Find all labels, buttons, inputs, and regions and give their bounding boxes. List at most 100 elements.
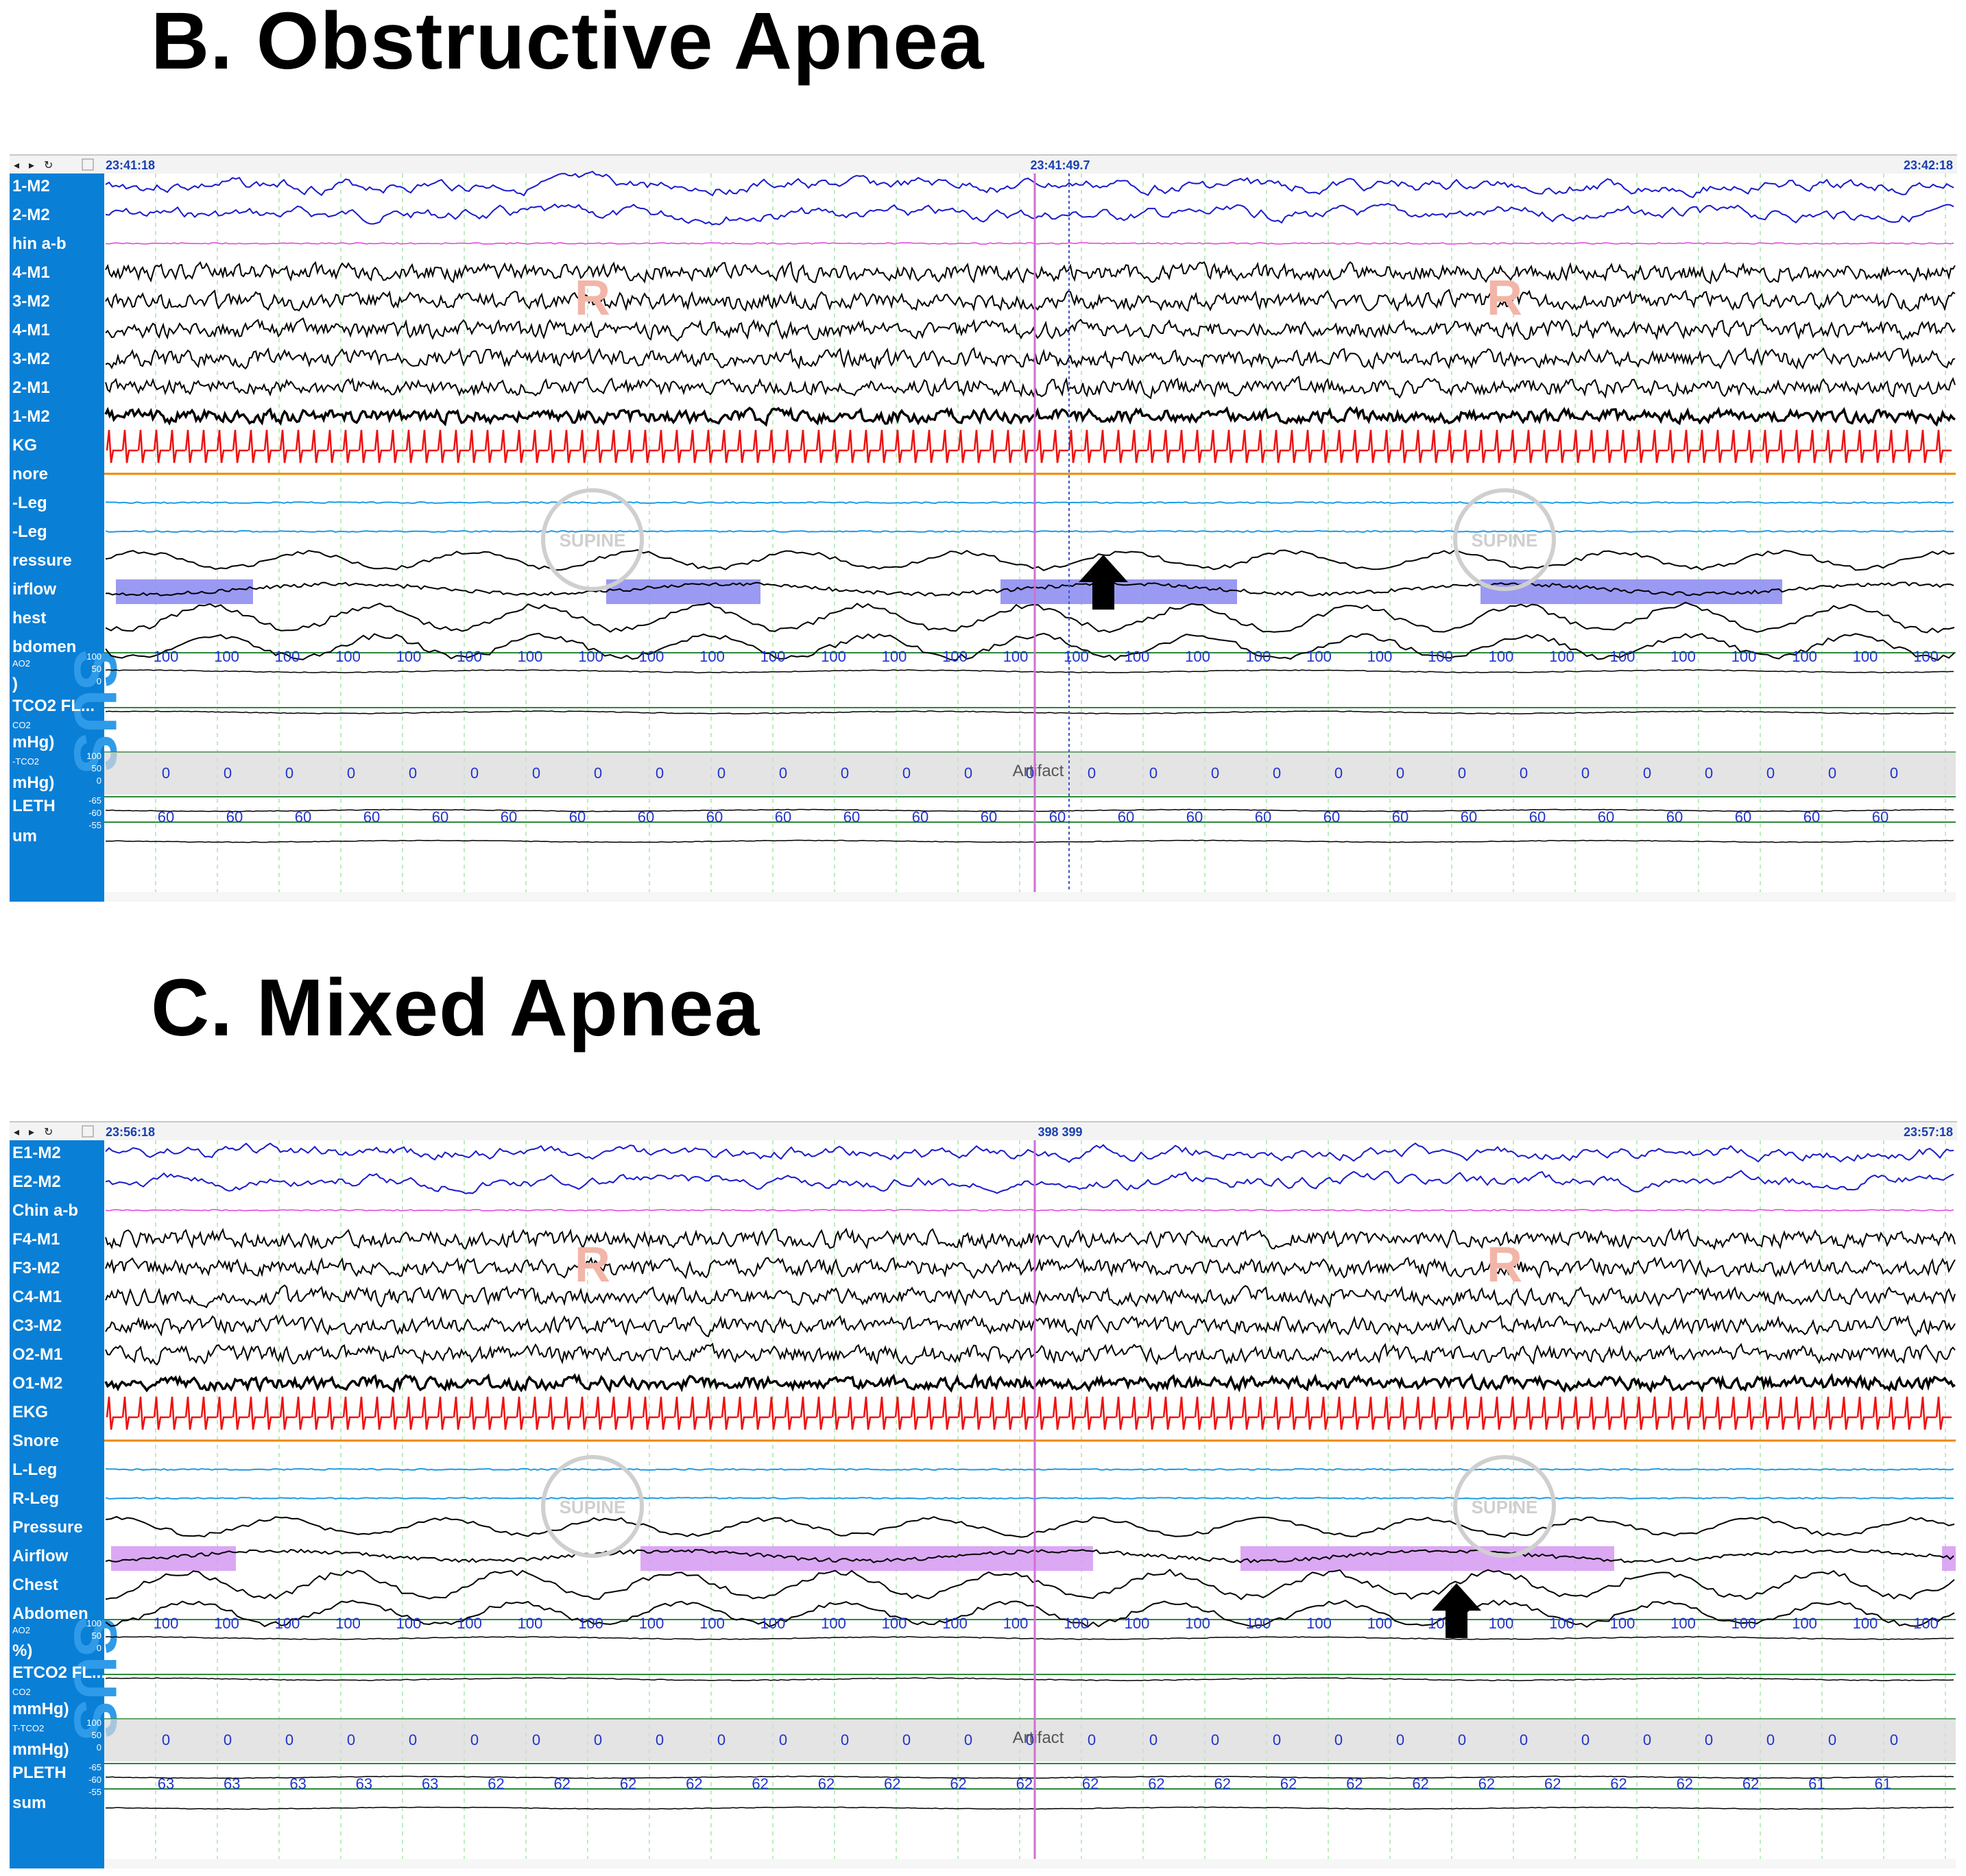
channel-label[interactable]: CO2 [12,1687,31,1697]
channel-label[interactable]: Pressure [12,1518,83,1537]
channel-label[interactable]: 4-M1 [12,321,50,339]
artifact-label: Artifact [1013,1729,1064,1747]
trace-eog-1 [105,1142,1954,1164]
co2-value: 0 [1890,765,1898,782]
channel-label[interactable]: nore [12,465,48,483]
apnea-event-0[interactable] [116,579,253,604]
channel-label[interactable]: L-Leg [12,1460,57,1479]
co2-value: 0 [1088,1731,1096,1748]
trace-eog-1 [105,170,1954,199]
apnea-event-2[interactable] [1000,579,1237,604]
channel-label[interactable]: -Leg [12,522,47,541]
channel-label[interactable]: hest [12,609,46,627]
nav-icon-0[interactable]: ◂ [14,158,19,171]
co2-value: 0 [162,1731,170,1748]
trace-eeg-6 [105,1314,1956,1338]
channel-label[interactable]: ressure [12,551,72,570]
nav-icon-1[interactable]: ▸ [29,1125,34,1138]
nav-icon-2[interactable]: ↻ [44,1125,53,1138]
trace-abdomen [105,1599,1955,1628]
channel-label[interactable]: mHg) [12,773,54,792]
channel-label[interactable]: ETCO2 FL... [12,1663,106,1682]
channel-label[interactable]: KG [12,436,37,455]
channel-label[interactable]: bdomen [12,638,76,656]
channel-label[interactable]: F3-M2 [12,1259,60,1277]
channel-label[interactable]: T-TCO2 [12,1723,44,1733]
tcco2-value: 60 [1529,808,1546,826]
tcco2-value: 60 [1872,808,1889,826]
channel-label[interactable]: mmHg) [12,1700,69,1718]
channel-label[interactable]: AO2 [12,1625,30,1635]
channel-label[interactable]: 3-M2 [12,350,50,368]
channel-label[interactable]: EKG [12,1403,48,1421]
scale-ptcco2-tick: -65 [88,795,101,806]
channel-label[interactable]: CO2 [12,720,31,730]
zoom-icon[interactable] [82,158,94,171]
channel-label[interactable]: Airflow [12,1547,69,1565]
channel-label[interactable]: PLETH [12,1764,67,1782]
nav-icon-1[interactable]: ▸ [29,158,34,171]
co2-value: 0 [594,1731,602,1748]
tcco2-value: 62 [1610,1775,1627,1792]
channel-label[interactable]: 1-M2 [12,407,50,426]
trace-pressure [105,549,1955,572]
channel-label[interactable]: 4-M1 [12,263,50,282]
channel-label[interactable]: mmHg) [12,1740,69,1759]
co2-value: 0 [1890,1731,1898,1748]
spo2-value: 100 [1125,648,1150,665]
trace-eeg-5 [105,1284,1956,1309]
co2-value: 0 [1828,1731,1836,1748]
channel-label[interactable]: AO2 [12,658,30,669]
channel-label[interactable]: -Leg [12,494,47,512]
channel-label[interactable]: sum [12,1794,46,1812]
channel-label[interactable]: Abdomen [12,1604,88,1623]
channel-label[interactable]: um [12,827,37,845]
channel-label[interactable]: Snore [12,1432,59,1450]
channel-label[interactable]: E2-M2 [12,1172,61,1191]
channel-label[interactable]: irflow [12,580,56,599]
position-icon [1453,1455,1556,1558]
event-arrow-icon [1432,1583,1481,1638]
heading-obstructive-apnea: B. Obstructive Apnea [151,0,985,86]
channel-label[interactable]: hin a-b [12,234,67,253]
channel-label[interactable]: R-Leg [12,1489,59,1508]
trace-chin [105,242,1954,245]
channel-label[interactable]: O2-M1 [12,1345,62,1364]
channel-label[interactable]: -TCO2 [12,756,39,767]
nav-icon-0[interactable]: ◂ [14,1125,19,1138]
channel-label[interactable]: 2-M1 [12,378,50,397]
channel-label[interactable]: TCO2 FL... [12,697,95,715]
co2-value: 0 [964,765,972,782]
channel-label[interactable]: F4-M1 [12,1230,60,1249]
channel-label[interactable]: ) [12,675,18,693]
channel-label[interactable]: 1-M2 [12,177,50,195]
toolbar [10,1122,1957,1140]
event-arrow-icon [1079,555,1128,610]
tcco2-value: 60 [158,808,174,826]
channel-label[interactable]: mHg) [12,733,54,751]
channel-label[interactable]: Chest [12,1576,58,1594]
co2-value: 0 [1581,1731,1590,1748]
toolbar [10,156,1957,173]
tcco2-value: 62 [752,1775,768,1792]
apnea-event-0[interactable] [111,1546,236,1571]
scale-sao2-tick: 50 [92,664,101,674]
channel-label[interactable]: O1-M2 [12,1374,62,1393]
channel-label[interactable]: LETH [12,797,56,815]
apnea-event-1[interactable] [640,1546,1093,1571]
channel-label[interactable]: %) [12,1641,32,1660]
channel-label[interactable]: 2-M2 [12,206,50,224]
nav-icon-2[interactable]: ↻ [44,158,53,171]
zoom-icon[interactable] [82,1125,94,1138]
channel-label[interactable]: C4-M1 [12,1288,62,1306]
time-ruler [104,892,1956,902]
channel-label[interactable]: C3-M2 [12,1316,62,1335]
channel-label[interactable]: E1-M2 [12,1144,61,1162]
co2-value: 0 [1581,765,1590,782]
channel-label[interactable]: 3-M2 [12,292,50,311]
channel-label[interactable]: Chin a-b [12,1201,78,1220]
